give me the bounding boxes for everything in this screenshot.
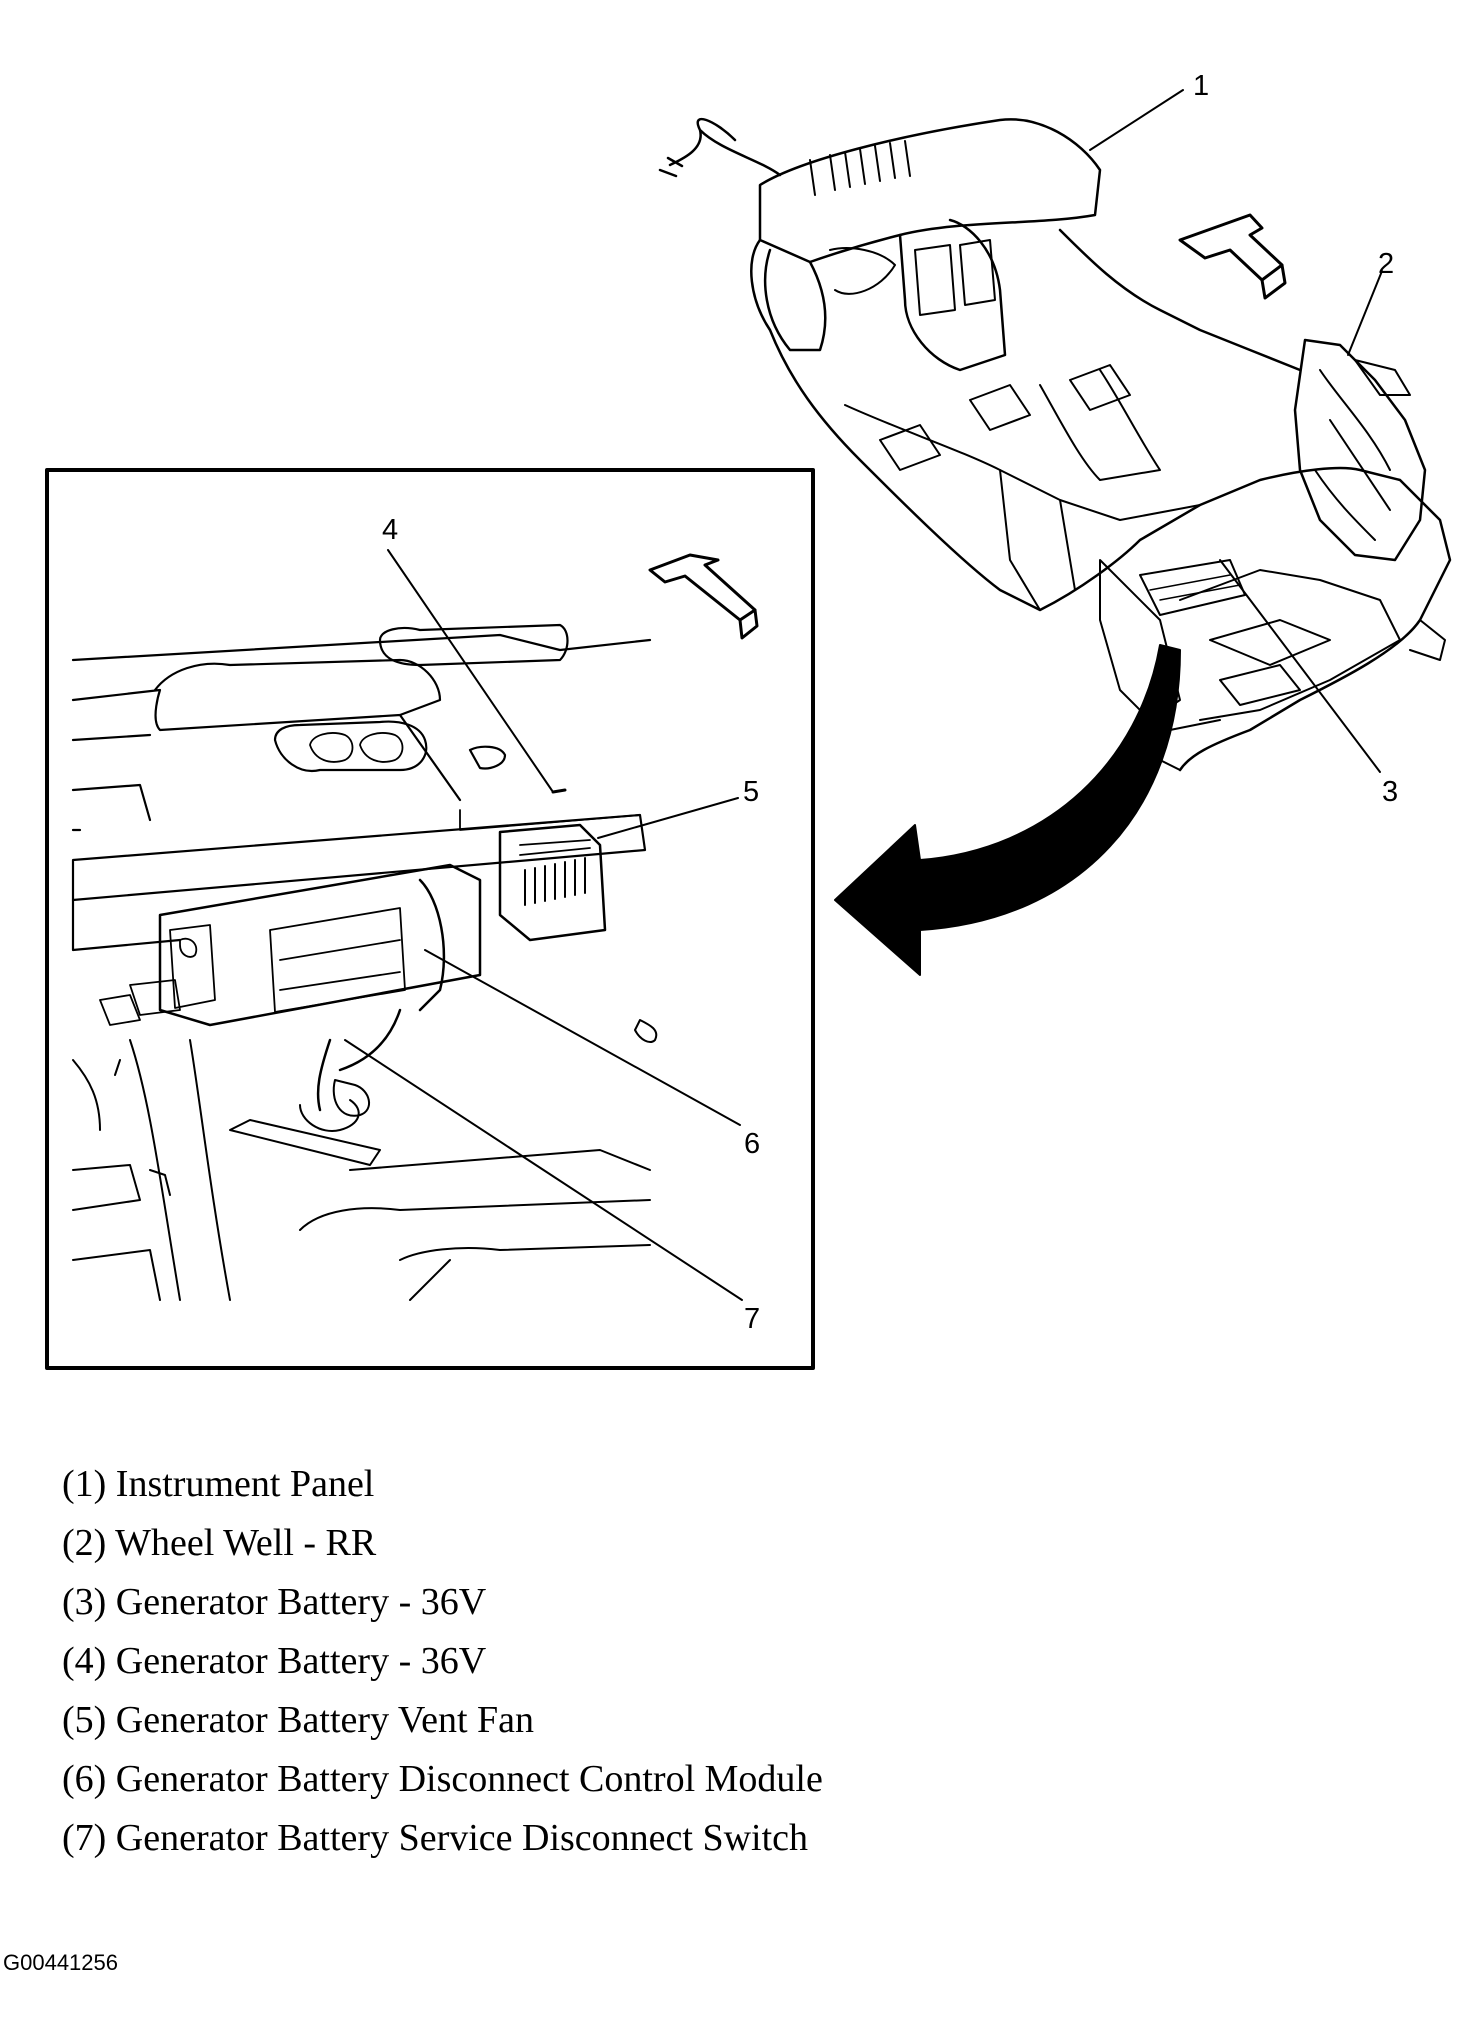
callout-4: 4 [382, 514, 399, 546]
legend-item: (3) Generator Battery - 36V [62, 1581, 487, 1623]
callout-6: 6 [744, 1128, 761, 1160]
legend-item: (6) Generator Battery Disconnect Control… [62, 1758, 823, 1800]
inset-direction-arrow [648, 553, 757, 622]
instrument-panel [758, 118, 1102, 264]
callout-2: 2 [1378, 248, 1395, 280]
generator-battery-box [158, 863, 482, 1027]
legend-item: (7) Generator Battery Service Disconnect… [62, 1817, 809, 1859]
figure-id: G00441256 [3, 1950, 118, 1975]
wheel-well-rr [1293, 338, 1427, 562]
legend-item: (1) Instrument Panel [62, 1463, 375, 1505]
callout-1: 1 [1193, 70, 1210, 102]
component-legend: (1) Instrument Panel (2) Wheel Well - RR… [62, 1455, 823, 1868]
overview-leader-lines [1089, 89, 1383, 773]
vehicle-body-overview [658, 118, 1452, 976]
forward-direction-arrow [1178, 213, 1284, 282]
legend-item: (2) Wheel Well - RR [62, 1522, 377, 1564]
detail-illustration [71, 553, 759, 1301]
callout-7: 7 [744, 1303, 761, 1335]
floor-pan [750, 238, 1452, 772]
callout-5: 5 [743, 776, 760, 808]
detail-callout-arrow [834, 644, 1181, 976]
detail-leader-lines [344, 549, 743, 1301]
vent-fan [498, 823, 607, 942]
legend-item: (4) Generator Battery - 36V [62, 1640, 487, 1682]
detail-inset [45, 468, 815, 1370]
callout-3: 3 [1382, 776, 1399, 808]
legend-item: (5) Generator Battery Vent Fan [62, 1699, 535, 1741]
